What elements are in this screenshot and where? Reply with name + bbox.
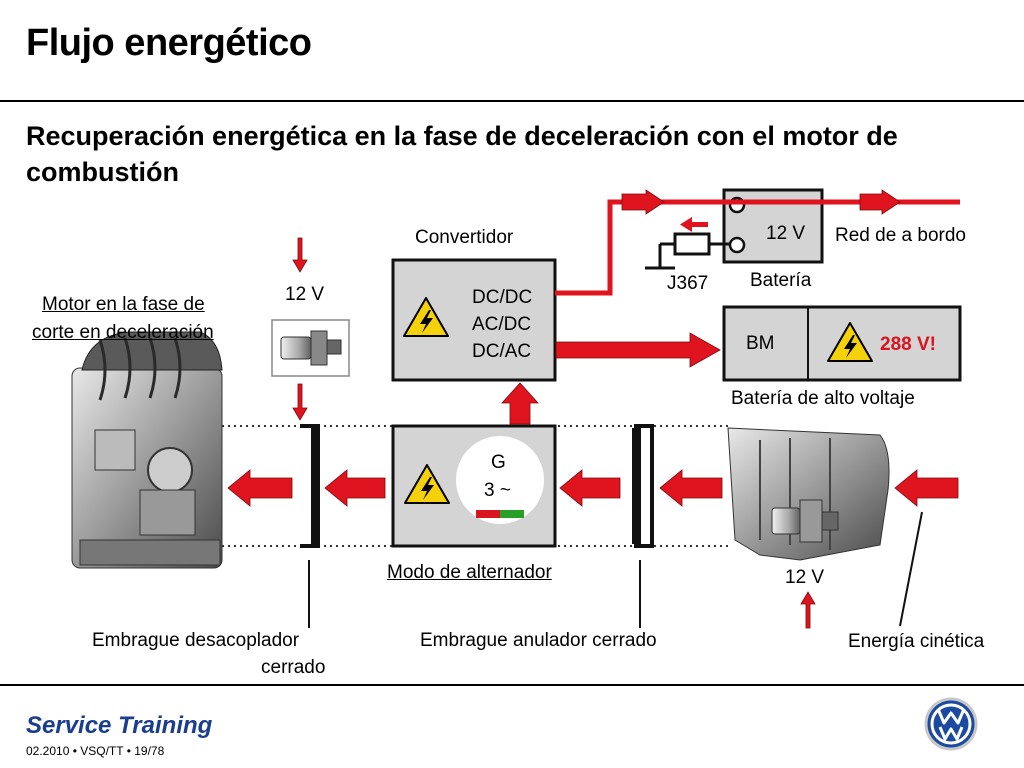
energy-flow-arrow <box>659 469 723 507</box>
energy-flow-arrow <box>501 382 539 425</box>
generator-phase-label: 3 ~ <box>484 480 511 501</box>
battery-management-label: BM <box>746 333 775 354</box>
bypass-clutch-plate <box>632 428 641 544</box>
battery-12v-label: 12 V <box>766 223 806 244</box>
battery-terminal-negative <box>728 236 746 254</box>
energy-flow-arrow <box>227 469 293 507</box>
relay-current-arrow <box>680 217 708 232</box>
bypass-clutch-label: Embrague anulador cerrado <box>420 630 657 651</box>
decoupler-clutch-label-2: cerrado <box>261 657 326 678</box>
energy-flow-arrow <box>292 383 308 421</box>
energy-flow-arrow <box>292 237 308 273</box>
battery-label: Batería <box>750 270 812 291</box>
starter-left-voltage: 12 V <box>285 284 325 305</box>
energy-flow-arrow <box>621 189 665 215</box>
engine-icon <box>71 331 223 569</box>
relay-label: J367 <box>667 273 709 294</box>
header-divider <box>0 100 1024 102</box>
footer-info: 02.2010 • VSQ/TT • 19/78 <box>26 744 165 758</box>
energy-flow-arrow <box>324 469 386 507</box>
relay-icon <box>645 232 730 270</box>
leader-lines <box>308 511 923 628</box>
converter-dcac: DC/AC <box>472 341 532 362</box>
starter-motor-icon <box>271 319 350 377</box>
generator-circle <box>456 436 544 524</box>
energy-flow-arrows <box>227 189 959 629</box>
footer-divider <box>0 684 1024 686</box>
converter-acdc: AC/DC <box>472 314 532 335</box>
hv-voltage-label: 288 V! <box>880 334 936 355</box>
motor-label-2: corte en deceleración <box>32 322 214 343</box>
hv-battery-label: Batería de alto voltaje <box>731 388 915 409</box>
motor-label: Motor en la fase de <box>42 294 205 315</box>
decoupler-clutch-label: Embrague desacoplador <box>92 630 300 651</box>
converter-dcdc: DC/DC <box>472 287 533 308</box>
kinetic-energy-label: Energía cinética <box>848 631 985 652</box>
starter-right-voltage: 12 V <box>785 567 825 588</box>
alternator-mode-label: Modo de alternador <box>387 562 552 583</box>
onboard-network-label: Red de a bordo <box>835 225 966 246</box>
converter-label: Convertidor <box>415 227 514 248</box>
page-subtitle: Recuperación energética en la fase de de… <box>26 121 898 187</box>
energy-flow-arrow <box>894 469 959 507</box>
energy-flow-arrow <box>800 591 816 629</box>
vw-logo-icon <box>924 697 978 751</box>
footer-title: Service Training <box>26 712 213 739</box>
generator-pole-red <box>476 510 500 518</box>
generator-pole-green <box>500 510 524 518</box>
bypass-clutch-icon <box>634 424 654 548</box>
energy-flow-arrow <box>559 469 621 507</box>
gearbox-icon <box>727 427 890 561</box>
energy-flow-arrow <box>859 189 901 215</box>
starter-motor-icon <box>771 499 839 543</box>
energy-flow-arrow <box>555 332 721 368</box>
power-line-12v <box>555 199 960 296</box>
page-title: Flujo energético <box>26 22 312 64</box>
generator-g-label: G <box>491 452 506 473</box>
decoupler-clutch-plate <box>311 428 320 544</box>
